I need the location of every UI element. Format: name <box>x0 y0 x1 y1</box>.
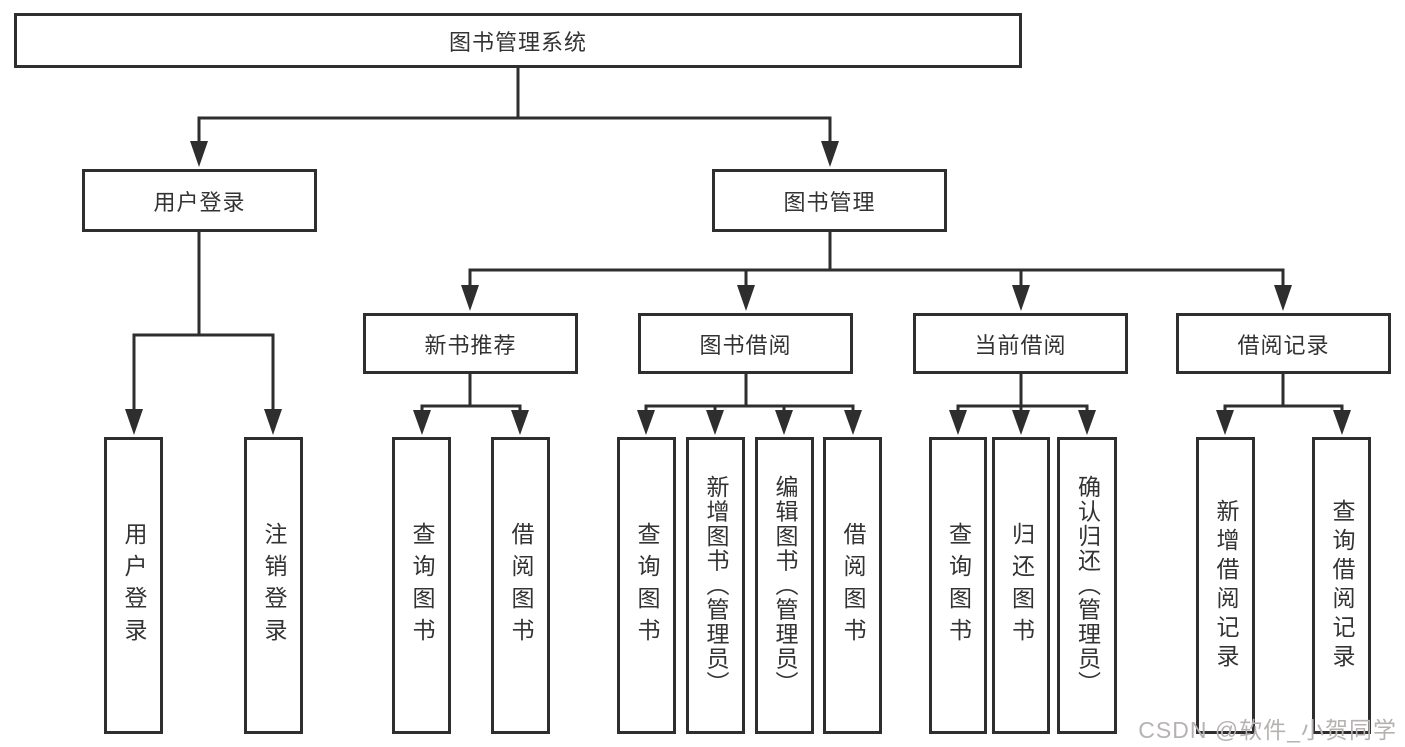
leaf-confirm-return-admin: 确认归还（管理员） <box>1057 437 1117 734</box>
node-borrow-record-label: 借阅记录 <box>1237 332 1330 358</box>
node-book-borrow: 图书借阅 <box>638 313 853 374</box>
node-root: 图书管理系统 <box>14 13 1022 68</box>
leaf-logout-label: 注销登录 <box>261 521 287 650</box>
leaf-edit-book-admin-label: 编辑图书（管理员） <box>772 475 798 696</box>
leaf-user-login: 用户登录 <box>104 437 163 734</box>
leaf-query-book-c: 查询图书 <box>929 437 987 734</box>
leaf-borrow-book-a: 借阅图书 <box>491 437 550 734</box>
node-new-book-recommend-label: 新书推荐 <box>424 332 517 358</box>
node-current-borrow-label: 当前借阅 <box>974 332 1067 358</box>
leaf-query-book-a-label: 查询图书 <box>409 521 435 650</box>
node-book-management-label: 图书管理 <box>783 189 876 215</box>
node-current-borrow: 当前借阅 <box>913 313 1128 374</box>
leaf-add-book-admin: 新增图书（管理员） <box>686 437 745 734</box>
csdn-watermark: CSDN @软件_小贺同学 <box>1138 717 1397 743</box>
leaf-query-borrow-record-label: 查询借阅记录 <box>1329 498 1355 673</box>
node-book-management: 图书管理 <box>712 169 947 232</box>
node-root-label: 图书管理系统 <box>448 29 587 55</box>
leaf-query-book-b-label: 查询图书 <box>634 521 660 650</box>
node-book-borrow-label: 图书借阅 <box>699 332 792 358</box>
leaf-logout: 注销登录 <box>244 437 303 734</box>
leaf-confirm-return-admin-label: 确认归还（管理员） <box>1074 475 1101 696</box>
leaf-query-borrow-record: 查询借阅记录 <box>1312 437 1371 734</box>
leaf-user-login-label: 用户登录 <box>121 521 147 650</box>
node-new-book-recommend: 新书推荐 <box>363 313 578 374</box>
node-user-login: 用户登录 <box>82 169 317 232</box>
leaf-return-book: 归还图书 <box>992 437 1050 734</box>
leaf-query-book-b: 查询图书 <box>617 437 676 734</box>
node-user-login-label: 用户登录 <box>153 189 246 215</box>
leaf-query-book-c-label: 查询图书 <box>945 521 972 650</box>
leaf-borrow-book-a-label: 借阅图书 <box>508 521 534 650</box>
leaf-add-book-admin-label: 新增图书（管理员） <box>703 475 729 696</box>
leaf-query-book-a: 查询图书 <box>392 437 451 734</box>
leaf-borrow-book-b-label: 借阅图书 <box>840 521 866 650</box>
leaf-borrow-book-b: 借阅图书 <box>823 437 882 734</box>
leaf-edit-book-admin: 编辑图书（管理员） <box>755 437 814 734</box>
leaf-add-borrow-record-label: 新增借阅记录 <box>1213 498 1239 673</box>
leaf-add-borrow-record: 新增借阅记录 <box>1196 437 1255 734</box>
node-borrow-record: 借阅记录 <box>1176 313 1391 374</box>
leaf-return-book-label: 归还图书 <box>1008 521 1035 650</box>
